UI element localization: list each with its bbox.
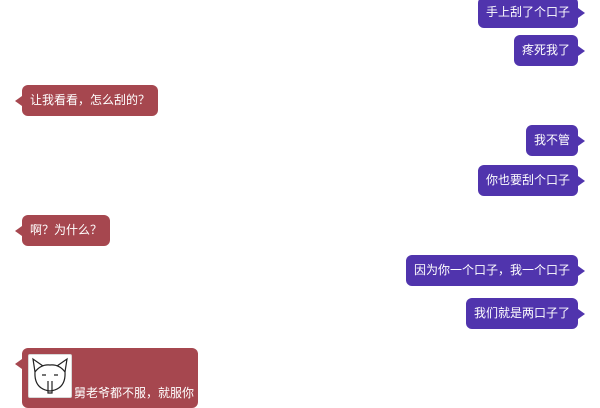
outgoing-message-bubble[interactable]: 疼死我了	[513, 35, 586, 66]
outgoing-message-bubble[interactable]: 你也要刮个口子	[477, 165, 586, 196]
outgoing-message-bubble[interactable]: 因为你一个口子，我一个口子	[405, 255, 586, 286]
outgoing-message-bubble[interactable]: 我不管	[525, 125, 586, 156]
incoming-message-bubble[interactable]: 让我看看，怎么刮的？	[14, 85, 159, 116]
cat-face-icon	[32, 357, 68, 394]
incoming-message-bubble[interactable]: 啊？为什么？	[14, 215, 111, 246]
outgoing-message-bubble[interactable]: 我们就是两口子了	[465, 298, 586, 329]
cat-meme-sticker-image	[28, 354, 72, 398]
sticker-caption: 舅老爷都不服，就服你	[74, 386, 195, 400]
outgoing-message-bubble[interactable]: 手上刮了个口子	[477, 0, 586, 28]
incoming-sticker-message[interactable]: 舅老爷都不服，就服你	[15, 348, 198, 408]
